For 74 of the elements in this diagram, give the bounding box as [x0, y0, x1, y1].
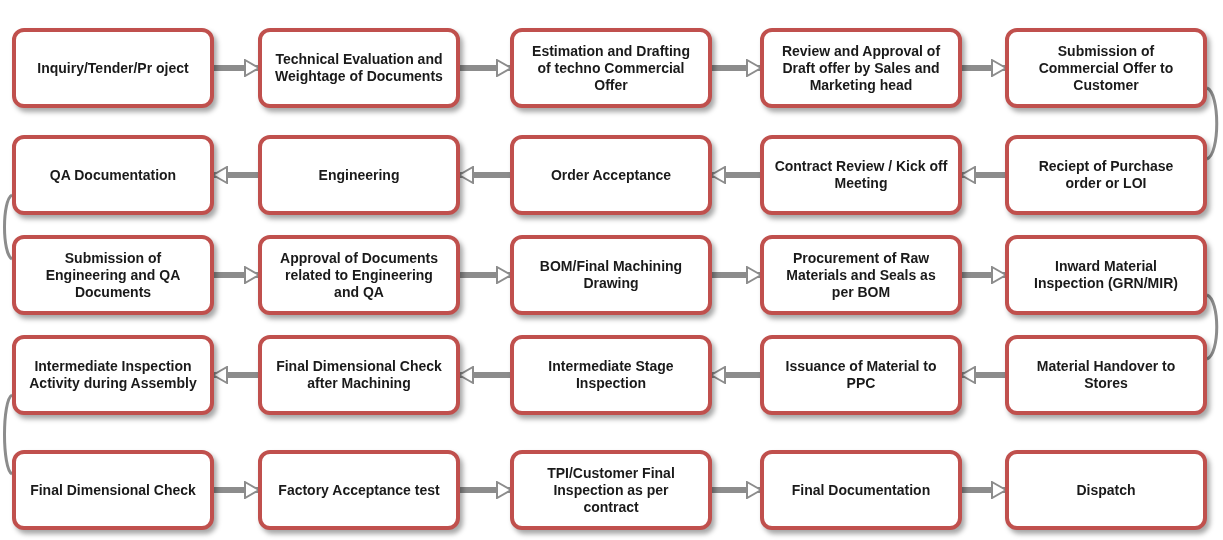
connector-line: [3, 394, 14, 475]
process-box: [12, 450, 214, 530]
arrow: [460, 59, 512, 77]
process-label: QA Documentation: [49, 166, 177, 184]
process-label: TPI/Customer Final Inspection as per contract: [546, 464, 676, 516]
process-box: [1005, 335, 1207, 415]
process-box: [258, 135, 460, 215]
process-label: Procurement of Raw Materials and Seals as per BOM: [785, 249, 937, 301]
arrow: [962, 266, 1007, 284]
process-box: [12, 335, 214, 415]
process-label: Approval of Documents related to Engineering and QA: [279, 249, 439, 301]
process-label: Review and Approval of Draft offer by Sales and Marketing head: [780, 42, 942, 94]
arrow: [962, 481, 1007, 499]
arrow: [712, 481, 762, 499]
arrow: [712, 59, 762, 77]
process-box: [258, 335, 460, 415]
process-label: Final Dimensional Check after Machining: [275, 358, 443, 392]
process-label: Submission of Commercial Offer to Customer: [1037, 42, 1175, 94]
process-label: Order Acceptance: [550, 166, 672, 184]
process-label: Dispatch: [1076, 481, 1136, 499]
arrow: [214, 59, 260, 77]
process-box: [258, 28, 460, 108]
process-label: Final Documentation: [791, 481, 931, 499]
process-box: [760, 235, 962, 315]
process-label: Submission of Engineering and QA Documents: [44, 249, 182, 301]
process-label: Issuance of Material to PPC: [784, 358, 938, 392]
process-box: [1005, 235, 1207, 315]
process-box: [760, 450, 962, 530]
process-box: [510, 450, 712, 530]
arrow: [212, 366, 258, 384]
process-box: [258, 235, 460, 315]
process-label: Material Handover to Stores: [1035, 358, 1177, 392]
process-label: Factory Acceptance test: [278, 481, 440, 499]
process-box: [12, 235, 214, 315]
arrow: [960, 366, 1005, 384]
process-box: [1005, 28, 1207, 108]
arrow: [710, 166, 760, 184]
process-box: [510, 28, 712, 108]
process-box: [12, 135, 214, 215]
arrow: [458, 366, 510, 384]
connector-line: [3, 193, 14, 261]
process-box: [510, 235, 712, 315]
arrow: [214, 266, 260, 284]
process-label: Contract Review / Kick off Meeting: [774, 158, 948, 192]
arrow: [212, 166, 258, 184]
connector-line: [1206, 293, 1219, 361]
process-box: [1005, 450, 1207, 530]
arrow: [960, 166, 1005, 184]
process-label: Inquiry/Tender/Pr oject: [37, 59, 189, 77]
process-box: [760, 135, 962, 215]
process-box: [760, 28, 962, 108]
arrow: [458, 166, 510, 184]
process-label: Final Dimensional Check: [30, 481, 196, 499]
process-label: Reciept of Purchase order or LOI: [1037, 158, 1175, 192]
arrow: [460, 266, 512, 284]
process-label: Estimation and Drafting of techno Commercial Offer: [531, 42, 691, 94]
connector-line: [1206, 86, 1219, 161]
process-label: Technical Evaluation and Weightage of Documents: [274, 51, 444, 85]
process-box: [12, 28, 214, 108]
process-label: Engineering: [318, 166, 400, 184]
process-label: Intermediate Inspection Activity during Assembly: [28, 358, 198, 392]
process-box: [760, 335, 962, 415]
process-box: [510, 135, 712, 215]
process-label: BOM/Final Machining Drawing: [538, 258, 684, 292]
process-label: Intermediate Stage Inspection: [547, 358, 675, 392]
arrow: [214, 481, 260, 499]
arrow: [710, 366, 760, 384]
arrow: [460, 481, 512, 499]
arrow: [962, 59, 1007, 77]
process-box: [1005, 135, 1207, 215]
process-box: [510, 335, 712, 415]
process-label: Inward Material Inspection (GRN/MIR): [1033, 258, 1179, 292]
process-box: [258, 450, 460, 530]
arrow: [712, 266, 762, 284]
